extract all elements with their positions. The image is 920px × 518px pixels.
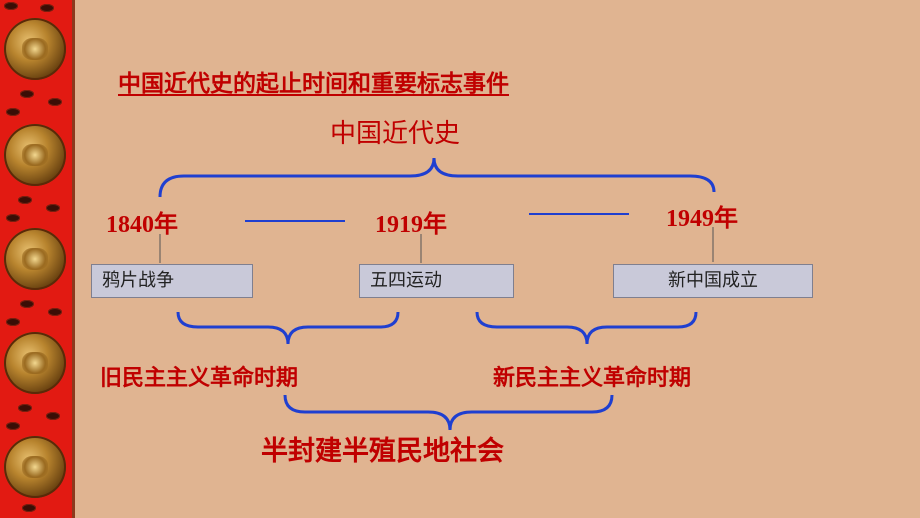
event-box-new-china: 新中国成立 [613, 264, 813, 298]
period-brace [176, 311, 400, 345]
period-old-democratic: 旧民主主义革命时期 [100, 366, 299, 391]
ornament-dot [48, 98, 62, 106]
period-new-democratic: 新民主主义革命时期 [493, 366, 692, 391]
ornament-dot [20, 90, 34, 98]
year-1949: 1949年 [666, 206, 738, 232]
ornament-dot [48, 308, 62, 316]
lion-head-ornament-icon [4, 228, 66, 290]
ornament-dot [6, 214, 20, 222]
ornament-dot [22, 504, 36, 512]
event-box-opium-war: 鸦片战争 [91, 264, 253, 298]
lion-head-ornament-icon [4, 332, 66, 394]
lion-head-ornament-icon [4, 124, 66, 186]
year-1840: 1840年 [106, 212, 178, 238]
border-divider [72, 0, 75, 518]
top-brace [158, 157, 716, 198]
period-brace [475, 311, 698, 345]
lion-head-ornament-icon [4, 18, 66, 80]
ornament-dot [20, 300, 34, 308]
ornament-dot [4, 2, 18, 10]
ornament-dot [6, 422, 20, 430]
ornament-dot [6, 318, 20, 326]
society-brace [283, 394, 614, 431]
year-1919: 1919年 [375, 212, 447, 238]
ornament-dot [46, 204, 60, 212]
decorative-border [0, 0, 72, 518]
modern-history-label: 中国近代史 [330, 119, 461, 149]
ornament-dot [46, 412, 60, 420]
society-label: 半封建半殖民地社会 [261, 436, 504, 467]
lion-head-ornament-icon [4, 436, 66, 498]
ornament-dot [18, 404, 32, 412]
ornament-dot [40, 4, 54, 12]
slide-title: 中国近代史的起止时间和重要标志事件 [118, 71, 509, 97]
ornament-dot [6, 108, 20, 116]
event-box-may-fourth: 五四运动 [359, 264, 514, 298]
ornament-dot [18, 196, 32, 204]
